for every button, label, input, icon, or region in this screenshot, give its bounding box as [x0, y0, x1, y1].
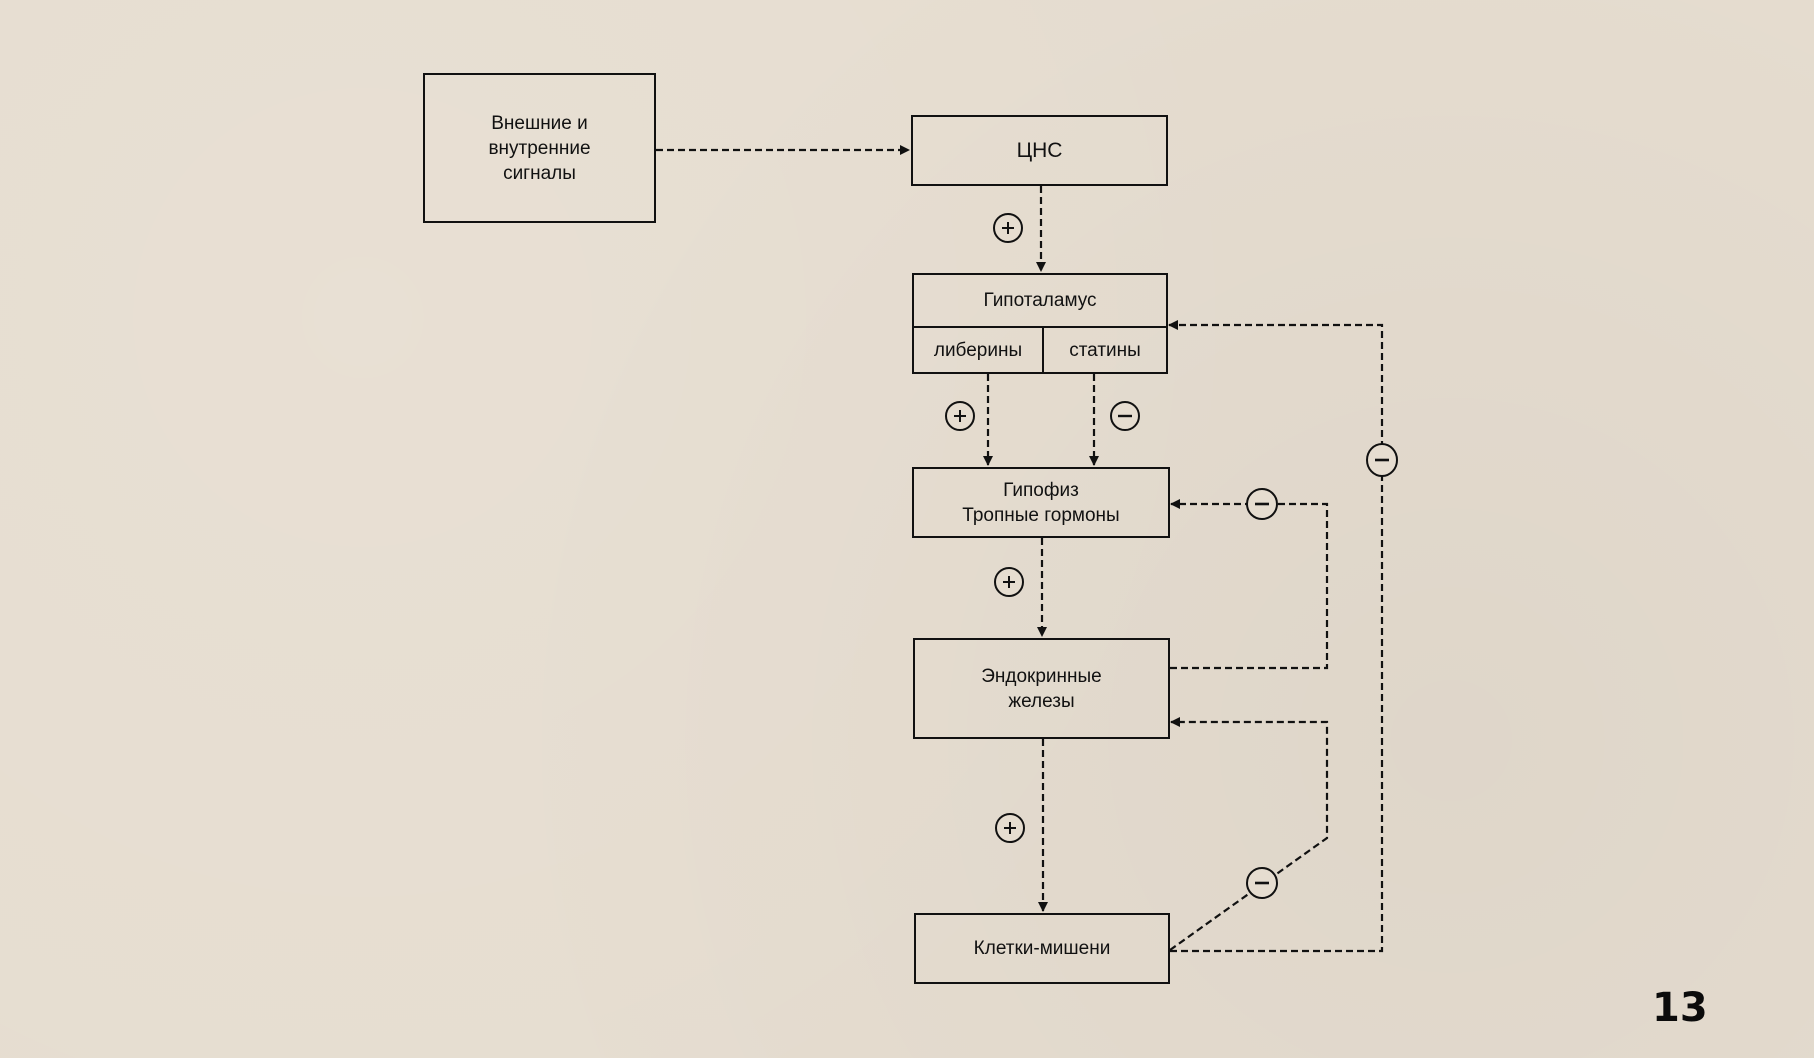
minus-sign-statins — [1110, 401, 1140, 431]
node-endocrine-label: Эндокринные железы — [981, 665, 1102, 712]
minus-sign-target-endocrine — [1246, 867, 1278, 899]
edge-endocrine-pituitary-feedback — [1170, 499, 1329, 670]
node-target-cells-label: Клетки-мишени — [973, 938, 1111, 959]
node-statins: статины — [1044, 328, 1166, 372]
node-pituitary-label: Гипофиз Тропные гормоны — [962, 479, 1120, 526]
minus-sign-endocrine-pituitary — [1246, 488, 1278, 520]
node-cns: ЦНС — [911, 115, 1168, 186]
node-signals-label: Внешние и внутренние сигналы — [488, 112, 591, 184]
sign-markers — [945, 213, 1398, 899]
edge-target-hypothalamus-feedback — [1168, 320, 1384, 953]
edge-target-endocrine-feedback — [1169, 717, 1329, 951]
plus-sign-liberins — [945, 401, 975, 431]
page-number: 13 — [1652, 985, 1708, 1031]
plus-sign-endocrine-target — [995, 813, 1025, 843]
node-signals: Внешние и внутренние сигналы — [423, 73, 656, 223]
plus-sign-cns-hypothalamus — [993, 213, 1023, 243]
node-pituitary: Гипофиз Тропные гормоны — [912, 467, 1170, 538]
node-liberins-label: либерины — [933, 339, 1023, 361]
node-hypothalamus-label: Гипоталамус — [983, 290, 1097, 311]
node-statins-label: статины — [1069, 339, 1141, 361]
node-hypothalamus-header: Гипоталамус — [914, 275, 1166, 328]
plus-sign-pituitary-endocrine — [994, 567, 1024, 597]
node-endocrine: Эндокринные железы — [913, 638, 1170, 739]
node-target-cells: Клетки-мишени — [914, 913, 1170, 984]
node-liberins: либерины — [914, 328, 1044, 372]
minus-sign-target-hypothalamus — [1366, 443, 1398, 477]
node-cns-label: ЦНС — [1016, 139, 1063, 162]
node-hypothalamus: Гипоталамус либерины статины — [912, 273, 1168, 374]
